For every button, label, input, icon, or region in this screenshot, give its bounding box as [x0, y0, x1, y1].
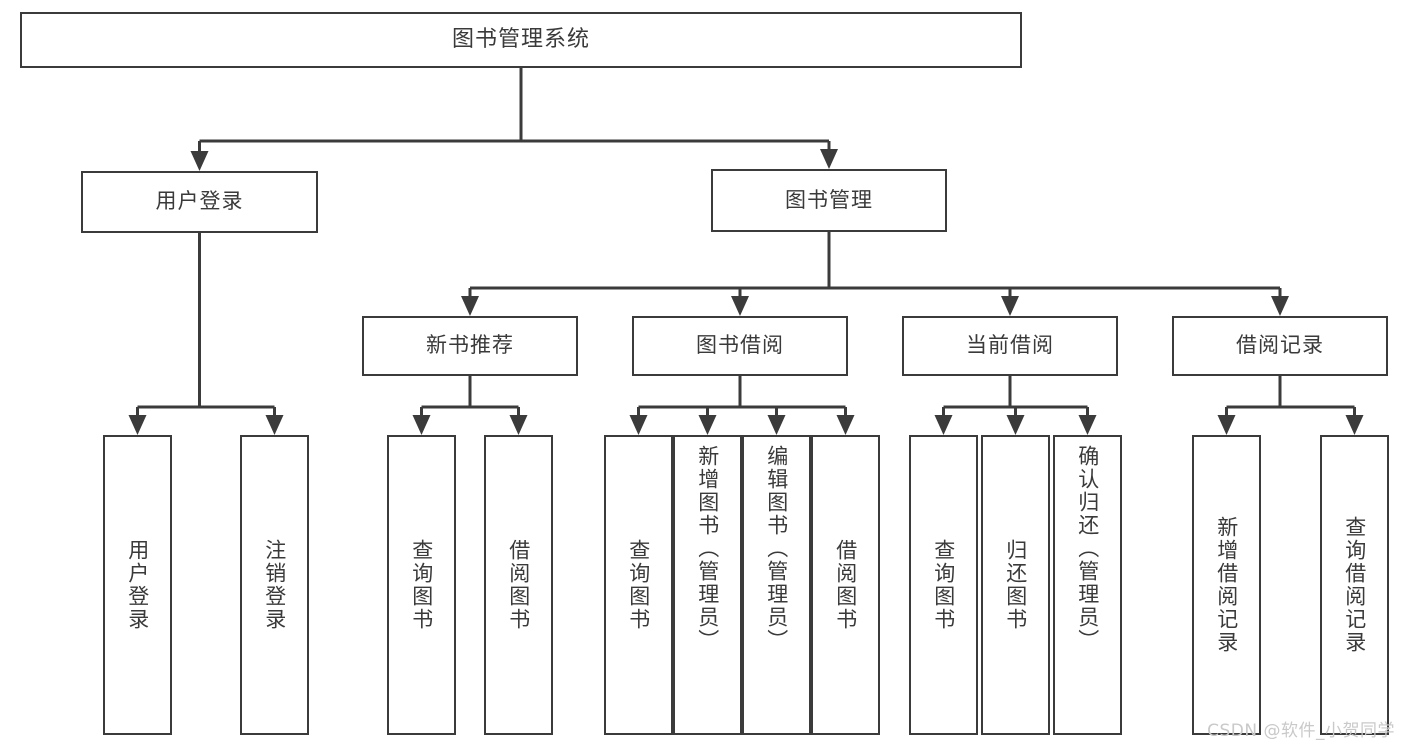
leaf-current-confirm-return-admin[interactable]: 确认归还（管理员） — [1053, 435, 1122, 735]
leaf-records-query-record[interactable]: 查询借阅记录 — [1320, 435, 1389, 735]
node-current-borrow[interactable]: 当前借阅 — [902, 316, 1118, 376]
leaf-current-return-book[interactable]: 归还图书 — [981, 435, 1050, 735]
leaf-borrow-edit-book-admin[interactable]: 编辑图书（管理员） — [742, 435, 811, 735]
node-book-borrow[interactable]: 图书借阅 — [632, 316, 848, 376]
node-user-login[interactable]: 用户登录 — [81, 171, 318, 233]
leaf-records-add-record[interactable]: 新增借阅记录 — [1192, 435, 1261, 735]
node-borrow-records[interactable]: 借阅记录 — [1172, 316, 1388, 376]
leaf-user-logout[interactable]: 注销登录 — [240, 435, 309, 735]
leaf-borrow-query-book[interactable]: 查询图书 — [604, 435, 673, 735]
leaf-borrow-borrow-book[interactable]: 借阅图书 — [811, 435, 880, 735]
leaf-newbook-query-book[interactable]: 查询图书 — [387, 435, 456, 735]
leaf-borrow-add-book-admin[interactable]: 新增图书（管理员） — [673, 435, 742, 735]
node-root[interactable]: 图书管理系统 — [20, 12, 1022, 68]
node-book-management[interactable]: 图书管理 — [711, 169, 947, 232]
leaf-current-query-book[interactable]: 查询图书 — [909, 435, 978, 735]
leaf-newbook-borrow-book[interactable]: 借阅图书 — [484, 435, 553, 735]
node-new-book-recommend[interactable]: 新书推荐 — [362, 316, 578, 376]
leaf-user-login[interactable]: 用户登录 — [103, 435, 172, 735]
